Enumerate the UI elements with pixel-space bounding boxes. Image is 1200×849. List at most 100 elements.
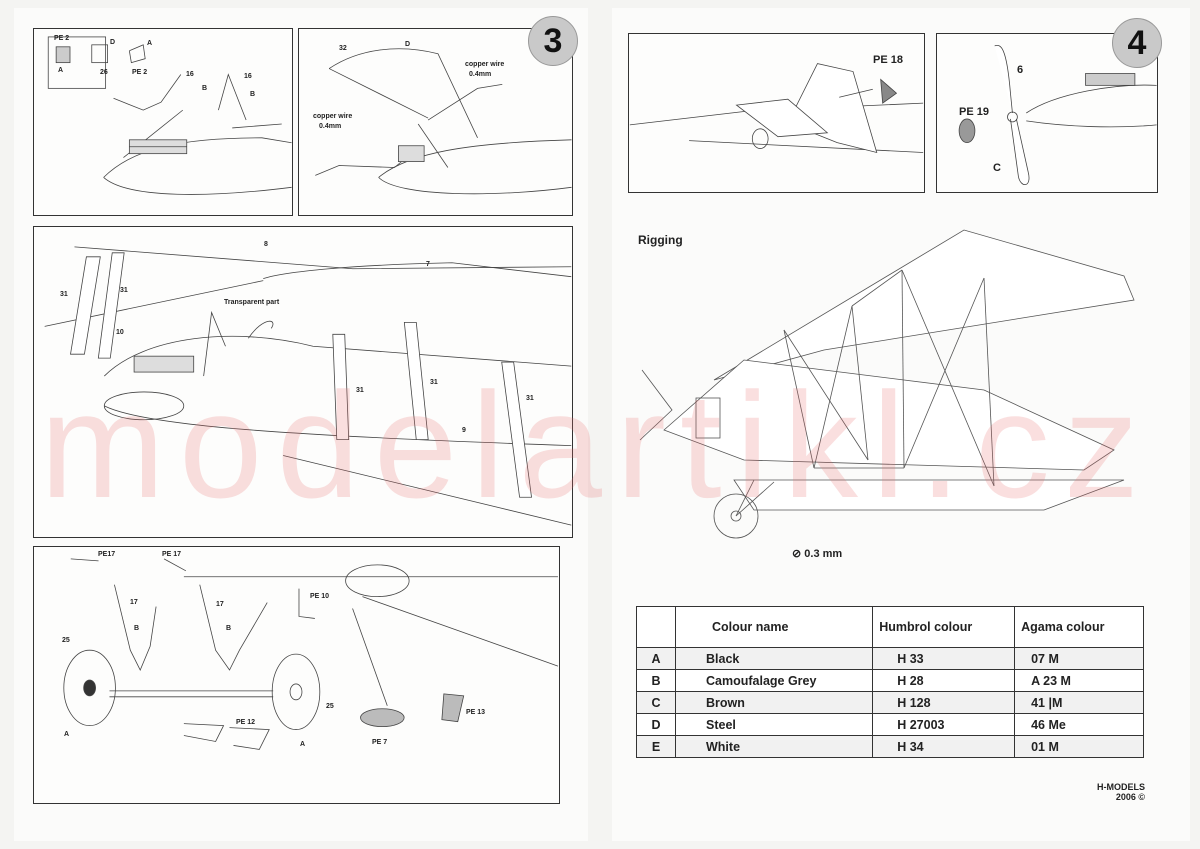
label-pe18: PE 18 xyxy=(873,54,903,66)
wire-diameter-note: ⊘ 0.3 mm xyxy=(792,548,843,560)
label-b-2: B xyxy=(250,91,256,98)
rigging-frame xyxy=(624,210,1164,570)
label-pe17-b: PE 17 xyxy=(162,551,182,558)
label-b-2: B xyxy=(226,625,232,632)
step3-panel-bottom: PE17 PE 17 17 17 B B PE 10 25 25 A A PE … xyxy=(33,546,560,804)
label-a: A xyxy=(58,67,64,74)
row-agama: 07 M xyxy=(1014,647,1144,670)
label-7: 7 xyxy=(426,261,430,268)
label-10: 10 xyxy=(116,329,124,336)
table-row: C Brown H 128 41 |M xyxy=(636,691,1144,714)
row-colour-name: Brown xyxy=(674,691,874,714)
label-pe2: PE 2 xyxy=(54,35,70,42)
table-row: B Camoufalage Grey H 28 A 23 M xyxy=(636,669,1144,692)
row-agama: 01 M xyxy=(1014,735,1144,758)
row-humbrol: H 34 xyxy=(872,735,1016,758)
colour-table-header-row: Colour name Humbrol colour Agama colour xyxy=(636,606,1144,648)
tail-fin-drawing xyxy=(629,63,924,154)
label-d: D xyxy=(110,39,116,46)
header-agama: Agama colour xyxy=(1014,606,1144,648)
label-31-d: 31 xyxy=(430,379,438,386)
row-agama: A 23 M xyxy=(1014,669,1144,692)
table-row: A Black H 33 07 M xyxy=(636,647,1144,670)
rigging-diagram xyxy=(639,229,1135,539)
step-number-3: 3 xyxy=(528,16,578,66)
header-humbrol: Humbrol colour xyxy=(872,606,1016,648)
label-transparent-part: Transparent part xyxy=(224,299,280,306)
label-25: 25 xyxy=(62,637,70,644)
label-a-2: A xyxy=(300,741,306,748)
step4-panel-top-left: PE 18 xyxy=(628,33,925,193)
label-31-b: 31 xyxy=(120,287,128,294)
row-humbrol: H 33 xyxy=(872,647,1016,670)
label-17: 17 xyxy=(130,599,138,606)
label-a: A xyxy=(64,731,70,738)
step3-panel-top-left: PE 2 A D A 26 PE 2 16 B 16 B xyxy=(33,28,293,216)
label-pe17: PE17 xyxy=(98,551,116,558)
label-pe10: PE 10 xyxy=(310,593,330,600)
label-b: B xyxy=(134,625,140,632)
label-pe12: PE 12 xyxy=(236,719,256,726)
row-colour-name: Steel xyxy=(674,713,874,736)
step-number-text: 3 xyxy=(543,21,563,60)
rigging-title: Rigging xyxy=(638,233,683,247)
row-humbrol: H 28 xyxy=(872,669,1016,692)
label-16-b: 16 xyxy=(244,73,252,80)
label-9: 9 xyxy=(462,427,466,434)
label-b: B xyxy=(202,85,208,92)
label-pe13: PE 13 xyxy=(466,709,486,716)
label-31: 31 xyxy=(60,291,68,298)
label-d: D xyxy=(405,41,411,48)
header-colour-name: Colour name xyxy=(674,606,874,648)
label-8: 8 xyxy=(264,241,268,248)
label-16: 16 xyxy=(186,71,194,78)
row-agama: 46 Me xyxy=(1014,713,1144,736)
row-colour-name: Black xyxy=(674,647,874,670)
copper-wire-drawing xyxy=(315,48,572,195)
table-row: E White H 34 01 M xyxy=(636,735,1144,758)
row-humbrol: H 128 xyxy=(872,691,1016,714)
colour-table: Colour name Humbrol colour Agama colour … xyxy=(636,606,1144,758)
wire-diameter-value: 0.3 mm xyxy=(804,548,843,560)
label-pe2-b: PE 2 xyxy=(132,69,148,76)
publisher-year: 2006 © xyxy=(1115,792,1145,802)
header-code-cell xyxy=(636,606,676,648)
label-pe7: PE 7 xyxy=(372,739,388,746)
label-25-b: 25 xyxy=(326,703,334,710)
label-wire-diameter: 0.4mm xyxy=(469,71,492,78)
row-colour-name: Camoufalage Grey xyxy=(674,669,874,692)
row-code: C xyxy=(636,691,676,714)
interplane-struts-drawing xyxy=(44,246,572,526)
label-31-e: 31 xyxy=(526,395,534,402)
step3-panel-middle: 8 7 31 31 Transparent part 10 31 31 31 9 xyxy=(33,226,573,538)
label-31-c: 31 xyxy=(356,387,364,394)
table-row: D Steel H 27003 46 Me xyxy=(636,713,1144,736)
row-code: D xyxy=(636,713,676,736)
row-code: B xyxy=(636,669,676,692)
label-copper-wire-2: copper wire xyxy=(313,113,353,120)
propeller-drawing xyxy=(958,44,1157,185)
step3-panel-top-right: 32 D copper wire 0.4mm copper wire 0.4mm xyxy=(298,28,573,216)
row-humbrol: H 27003 xyxy=(872,713,1016,736)
publisher-brand: H-MODELS xyxy=(1097,782,1145,792)
landing-gear-drawing xyxy=(63,558,559,750)
step4-panel-top-right: 6 PE 19 C xyxy=(936,33,1158,193)
label-a-2: A xyxy=(147,40,153,47)
label-pe19: PE 19 xyxy=(959,106,989,118)
publisher-footer: H-MODELS 2006 © xyxy=(1097,782,1145,802)
step-number-text: 4 xyxy=(1127,23,1147,62)
top-wing-strut-drawing xyxy=(47,36,292,195)
label-6: 6 xyxy=(1017,64,1024,76)
label-17-b: 17 xyxy=(216,601,224,608)
label-c: C xyxy=(993,162,1001,174)
label-26: 26 xyxy=(100,69,108,76)
label-wire-diameter-2: 0.4mm xyxy=(319,123,342,130)
year-text: 2006 xyxy=(1115,792,1136,802)
step-number-4: 4 xyxy=(1112,18,1162,68)
row-code: A xyxy=(636,647,676,670)
label-32: 32 xyxy=(339,45,347,52)
row-agama: 41 |M xyxy=(1014,691,1144,714)
row-code: E xyxy=(636,735,676,758)
label-copper-wire: copper wire xyxy=(465,61,505,68)
row-colour-name: White xyxy=(674,735,874,758)
